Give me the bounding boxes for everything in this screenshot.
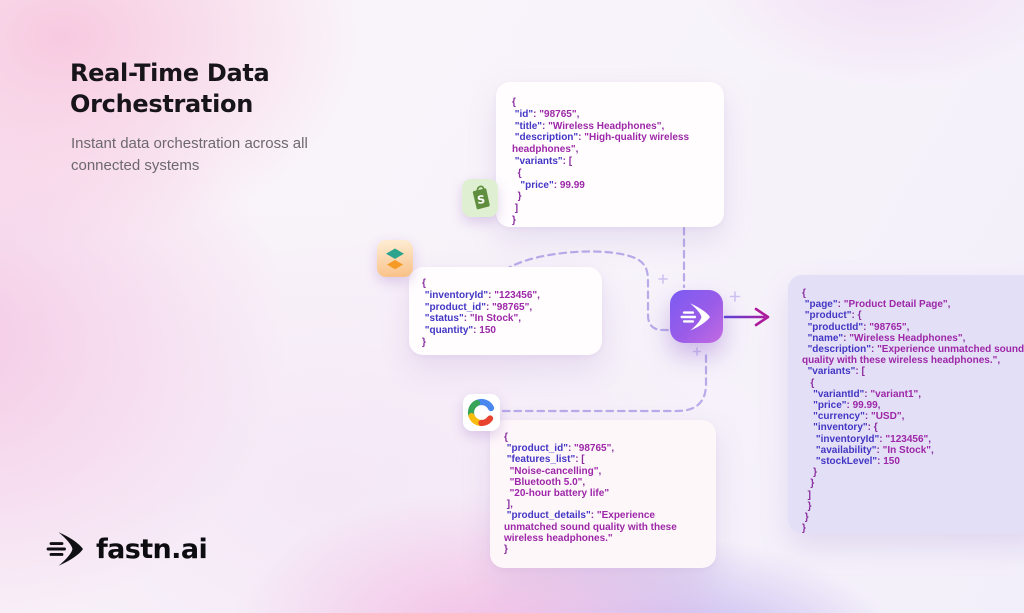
- orchestrated-output-json: { "page": "Product Detail Page", "produc…: [802, 288, 1024, 535]
- connector-content-to-hub: [501, 353, 708, 413]
- inventory-status-json-card: { "inventoryId": "123456", "product_id":…: [409, 267, 602, 355]
- inventory-diamonds-icon: [377, 240, 413, 277]
- svg-text:S: S: [476, 193, 486, 207]
- shopify-icon: S: [462, 179, 498, 217]
- inventory-status-json: { "inventoryId": "123456", "product_id":…: [422, 278, 540, 348]
- fastn-hub-icon: [670, 290, 723, 343]
- diamond-layers-glyph: [386, 248, 404, 270]
- page-title: Real-Time Data Orchestration: [70, 59, 270, 118]
- brand-wordmark: fastn.ai: [96, 533, 208, 565]
- shopify-product-json: { "id": "98765", "title": "Wireless Head…: [512, 97, 692, 226]
- orchestrated-output-json-card: { "page": "Product Detail Page", "produc…: [788, 275, 1024, 535]
- multicolor-c-icon: [463, 394, 500, 431]
- shopify-bag-glyph: S: [472, 185, 490, 210]
- fastn-swoosh-glyph: [680, 302, 710, 331]
- fastn-swoosh-icon: [46, 532, 83, 566]
- product-features-json-card: { "product_id": "98765", "features_list"…: [490, 420, 716, 568]
- arrow-right-icon: [723, 307, 770, 327]
- page-subtitle: Instant data orchestration across all co…: [71, 135, 308, 174]
- product-features-json: { "product_id": "98765", "features_list"…: [504, 432, 680, 556]
- header: Real-Time Data Orchestration Instant dat…: [70, 58, 370, 177]
- shopify-product-json-card: { "id": "98765", "title": "Wireless Head…: [496, 82, 724, 227]
- color-c-glyph: [467, 398, 495, 427]
- brand-logo: fastn.ai: [46, 527, 208, 571]
